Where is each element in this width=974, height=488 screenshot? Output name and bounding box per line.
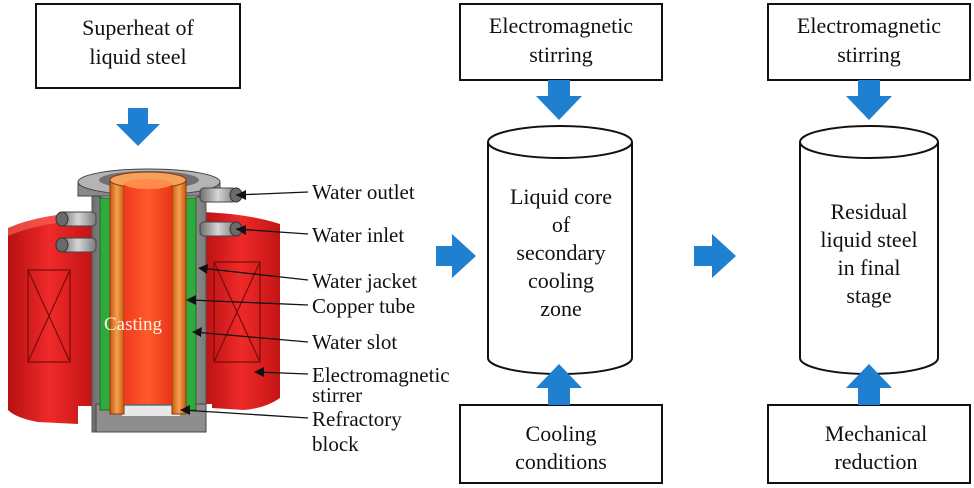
copper-tube-label: Copper tube xyxy=(312,294,415,318)
down-arrow-icon xyxy=(116,108,160,146)
copper-tube xyxy=(109,171,187,415)
cooling-line-2: conditions xyxy=(515,449,607,474)
superheat-box: Superheat of liquid steel xyxy=(35,3,241,89)
mechanical-line-1: Mechanical xyxy=(825,421,928,446)
final-line-1: Residual xyxy=(831,199,908,224)
cooling-line-1: Cooling xyxy=(526,421,597,446)
superheat-line-2: liquid steel xyxy=(89,44,186,69)
down-arrow-icon xyxy=(536,80,582,120)
up-arrow-icon xyxy=(536,364,582,405)
secondary-line-5: zone xyxy=(540,296,582,321)
callout-labels: Water outlet Water inlet Water jacket Co… xyxy=(312,180,450,456)
em-stirring-2-line-2: stirring xyxy=(837,42,901,67)
em-stirring-1-line-1: Electromagnetic xyxy=(489,13,633,38)
em-stirrer-label-line-1: Electromagnetic xyxy=(312,363,450,387)
refractory-label-line-1: Refractory xyxy=(312,407,402,431)
final-line-4: stage xyxy=(846,283,891,308)
down-arrow-icon xyxy=(846,80,892,120)
water-slot-label: Water slot xyxy=(312,330,397,354)
water-outlet-label: Water outlet xyxy=(312,180,415,204)
mechanical-line-2: reduction xyxy=(834,449,917,474)
water-jacket-label: Water jacket xyxy=(312,269,417,293)
final-stage-cylinder: Residual liquid steel in final stage xyxy=(799,125,939,375)
final-line-2: liquid steel xyxy=(820,227,917,252)
up-arrow-icon xyxy=(846,364,892,405)
superheat-line-1: Superheat of xyxy=(82,15,194,40)
cooling-box: Cooling conditions xyxy=(459,404,663,484)
em-stirrer-label-line-2: stirrer xyxy=(312,383,362,407)
secondary-cooling-cylinder: Liquid core of secondary cooling zone xyxy=(487,125,633,375)
secondary-line-1: Liquid core xyxy=(510,184,612,209)
secondary-line-4: cooling xyxy=(528,268,594,293)
em-stirring-2-line-1: Electromagnetic xyxy=(797,13,941,38)
secondary-line-2: of xyxy=(552,212,571,237)
water-inlet-label: Water inlet xyxy=(312,223,404,247)
right-arrow-icon xyxy=(436,234,476,278)
refractory-label-line-2: block xyxy=(312,432,359,456)
final-line-3: in final xyxy=(838,255,901,280)
em-stirring-1-line-2: stirring xyxy=(529,42,593,67)
mechanical-box: Mechanical reduction xyxy=(767,404,971,484)
secondary-line-3: secondary xyxy=(516,240,605,265)
casting-core xyxy=(124,179,172,404)
em-stirring-box-2: Electromagnetic stirring xyxy=(767,3,971,81)
casting-label: Casting xyxy=(104,314,163,335)
em-stirring-box-1: Electromagnetic stirring xyxy=(459,3,663,81)
mold-illustration: Casting xyxy=(8,168,280,433)
right-arrow-icon xyxy=(694,234,736,278)
